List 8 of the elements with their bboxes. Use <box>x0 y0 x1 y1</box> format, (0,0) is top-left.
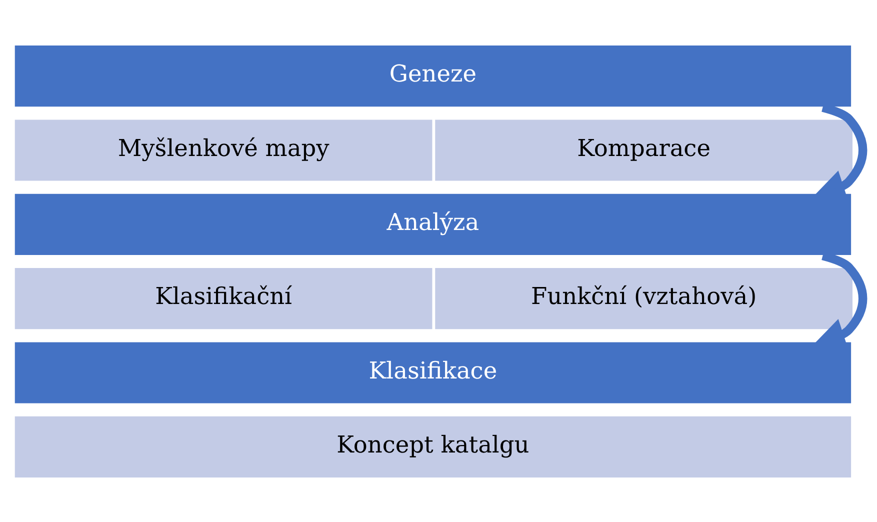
node-box: Geneze <box>13 44 853 108</box>
node-box: Klasifikační <box>13 266 434 330</box>
node-box: Analýza <box>13 192 853 256</box>
node-box: Klasifikace <box>13 340 853 404</box>
node-box: Komparace <box>434 118 854 182</box>
node-box: Koncept katalgu <box>13 414 853 478</box>
node-box: Funkční (vztahová) <box>434 266 854 330</box>
node-box: Myšlenkové mapy <box>13 118 434 182</box>
